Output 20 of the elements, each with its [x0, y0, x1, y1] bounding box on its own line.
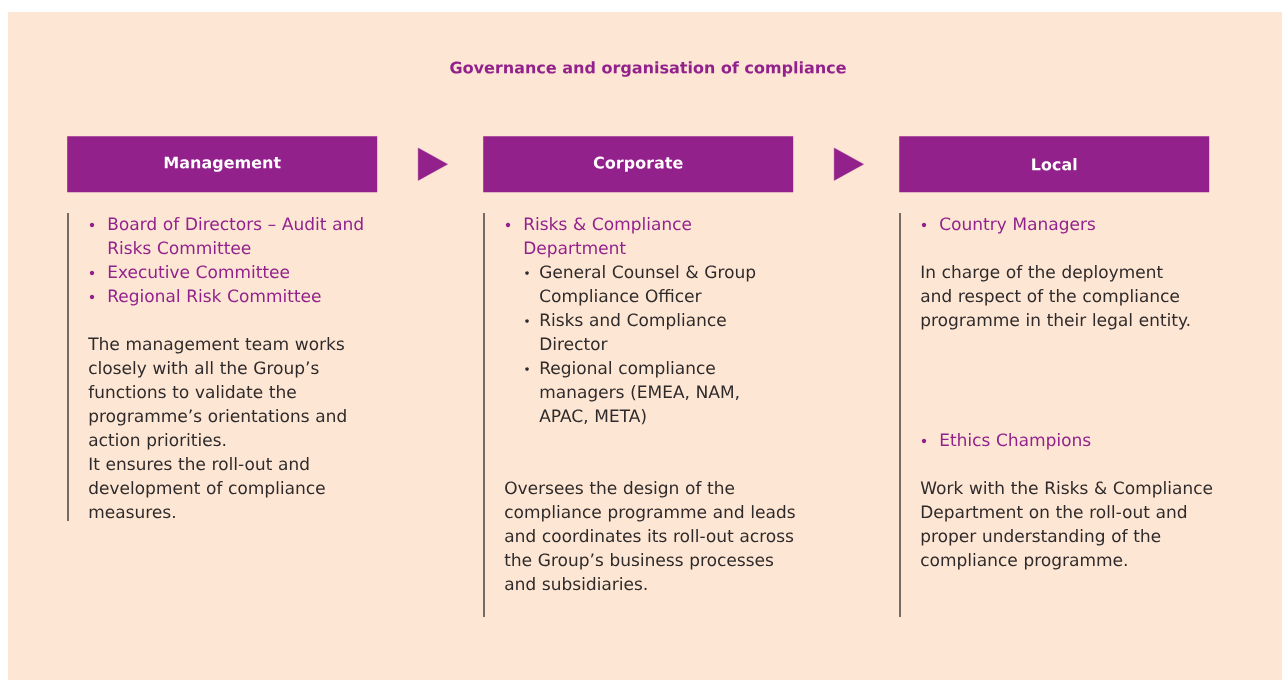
bullet-item: Ethics Champions: [921, 433, 1091, 450]
sub-bullet-item: Regional compliance managers (EMEA, NAM, APAC, META): [525, 361, 739, 425]
bullet-item: Risks & Compliance Department: [505, 217, 692, 258]
bullet-item: Country Managers: [921, 217, 1095, 234]
description-text: Oversees the design of the compliance programme and leads and coordinates its roll-out across the Group’s business processes and subsidiaries.: [504, 481, 795, 591]
arrow: [417, 147, 448, 181]
sub-bullet-item: General Counsel & Group Compliance Officer: [525, 265, 756, 306]
header-box: Corporate: [483, 136, 794, 193]
sub-bullet-item: Risks and Compliance Director: [525, 313, 726, 351]
bullet-item: Regional Risk Committee: [89, 289, 321, 306]
title: Governance and organisation of compliance: [450, 61, 846, 77]
bullet-item: Board of Directors – Audit and Risks Committee: [89, 217, 363, 255]
description-text: The management team works closely with all the Group’s functions to validate the programme’s orientations and action priorities.: [88, 337, 346, 450]
header-box: Management: [67, 136, 378, 193]
description-text: Work with the Risks & Compliance Department on the roll-out and proper understanding of the compliance programme.: [920, 481, 1213, 570]
arrow: [833, 147, 864, 181]
description-text: It ensures the roll-out and development of compliance measures.: [89, 457, 325, 519]
bullet-item: Executive Committee: [89, 265, 290, 279]
description-text: In charge of the deployment and respect of the compliance programme in their legal entity.: [921, 265, 1190, 330]
header-box: Local: [899, 136, 1210, 193]
